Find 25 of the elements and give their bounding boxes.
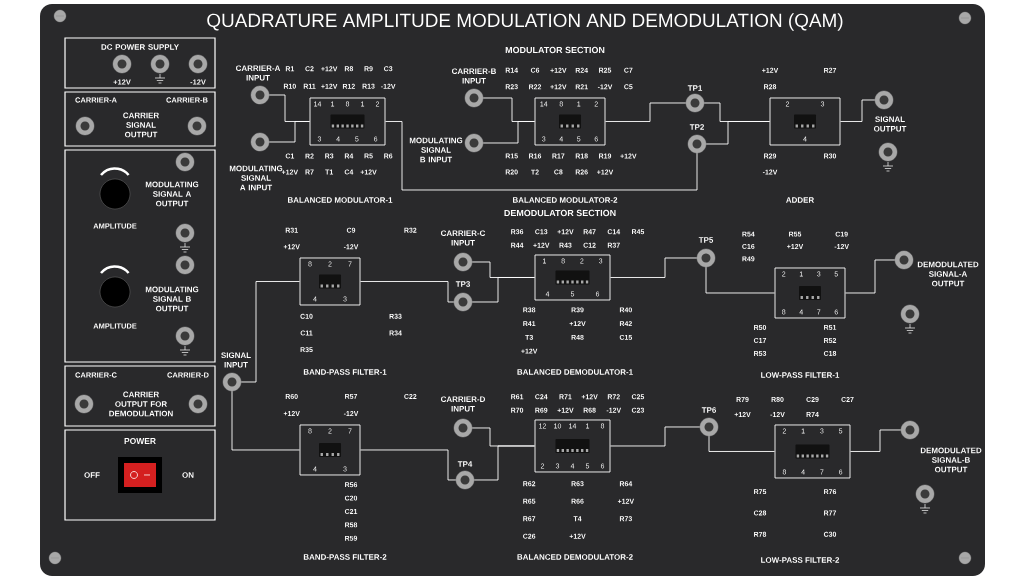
- wire: [705, 121, 770, 145]
- wire: [840, 99, 876, 122]
- wire: [610, 257, 698, 278]
- wire: [231, 390, 300, 451]
- wire: [240, 281, 300, 383]
- wire: [360, 281, 455, 303]
- socket-jack: [878, 142, 898, 162]
- wire: [845, 259, 896, 294]
- wire: [482, 121, 535, 144]
- socket-jack: [915, 484, 935, 504]
- wire: [385, 121, 698, 191]
- wire: [605, 102, 687, 122]
- section-heading: MODULATOR SECTION: [505, 46, 605, 54]
- wire: [708, 435, 775, 452]
- socket-jack: [900, 304, 920, 324]
- wire: [610, 426, 701, 447]
- wire: [473, 445, 535, 481]
- wire: [360, 449, 457, 481]
- wire: [471, 277, 535, 303]
- section-heading: DEMODULATOR SECTION: [504, 209, 616, 217]
- panel-title: QUADRATURE AMPLITUDE MODULATION AND DEMODULATION (QAM): [207, 13, 843, 31]
- node-label: POWER: [124, 437, 156, 444]
- wire: [705, 266, 775, 294]
- wire: [268, 121, 310, 143]
- wire: [850, 429, 902, 452]
